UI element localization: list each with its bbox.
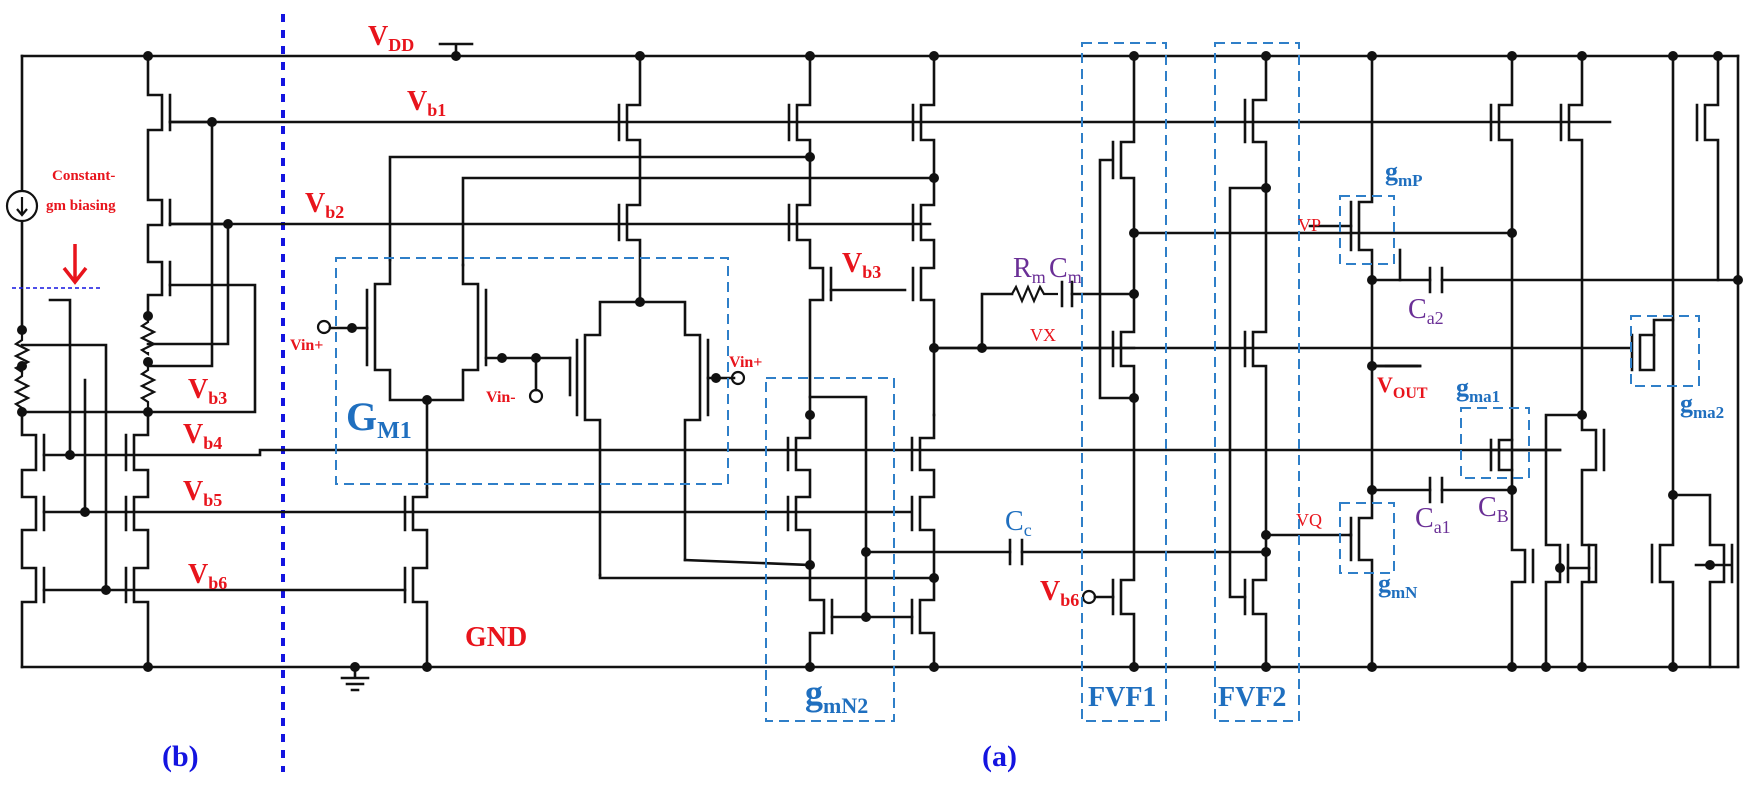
gm1-label: GM1: [346, 394, 412, 444]
fvf2-label: FVF2: [1218, 682, 1286, 713]
gmn2-box: [765, 377, 895, 722]
vb5-label: Vb5: [183, 476, 222, 510]
fvf1-label: FVF1: [1088, 682, 1156, 713]
vin-plus-right-label: Vin+: [729, 354, 762, 371]
bias-circuit: [5, 51, 1612, 672]
ca1-label: Ca1: [1415, 503, 1451, 537]
vb4-label: Vb4: [183, 419, 222, 453]
output-stage-wires: [1370, 248, 1422, 368]
vb6-fvf-label: Vb6: [1040, 576, 1079, 610]
main-circuit: [316, 51, 1743, 672]
gnd-rail: [20, 662, 1740, 692]
gma1-label: gma1: [1456, 373, 1500, 406]
section-a-label: (a): [982, 740, 1017, 773]
cm-label: Cm: [1049, 253, 1082, 287]
vin-plus-left-label: Vin+: [290, 337, 323, 354]
vdd-label: VDD: [368, 21, 414, 55]
vout-label: VOUT: [1377, 372, 1428, 402]
cb-label: CB: [1478, 492, 1509, 526]
gmp-box: [1339, 195, 1395, 265]
gmn2-label: gmN2: [805, 673, 868, 718]
vb3-left-label: Vb3: [188, 374, 227, 408]
vdd-rail: [20, 42, 1740, 61]
gmp-label: gmP: [1385, 157, 1423, 190]
vq-label: VQ: [1296, 510, 1322, 530]
cc-label: Cc: [1005, 506, 1032, 540]
fvf2-box: [1214, 42, 1300, 722]
gma1-box: [1460, 407, 1530, 479]
vb2-label: Vb2: [305, 188, 344, 222]
vp-label: VP: [1298, 215, 1321, 235]
gma2-box: [1630, 315, 1700, 387]
gma2-label: gma2: [1680, 389, 1724, 422]
vb3-mid-label: Vb3: [842, 248, 881, 282]
gnd-label: GND: [465, 622, 527, 653]
fvf1-box: [1081, 42, 1167, 722]
vx-label: VX: [1030, 325, 1056, 345]
rm-label: Rm: [1013, 253, 1046, 287]
gm1-box: [335, 257, 729, 485]
constant-gm-label-2: gm biasing: [46, 198, 116, 214]
vin-minus-label: Vin-: [486, 389, 516, 406]
gmn-label: gmN: [1378, 569, 1418, 602]
vb6-left-label: Vb6: [188, 559, 227, 593]
ca2-label: Ca2: [1408, 294, 1444, 328]
gmn-box: [1339, 502, 1395, 574]
vb1-label: Vb1: [407, 86, 446, 120]
constant-gm-label-1: Constant-: [52, 168, 115, 184]
section-b-label: (b): [162, 740, 199, 773]
